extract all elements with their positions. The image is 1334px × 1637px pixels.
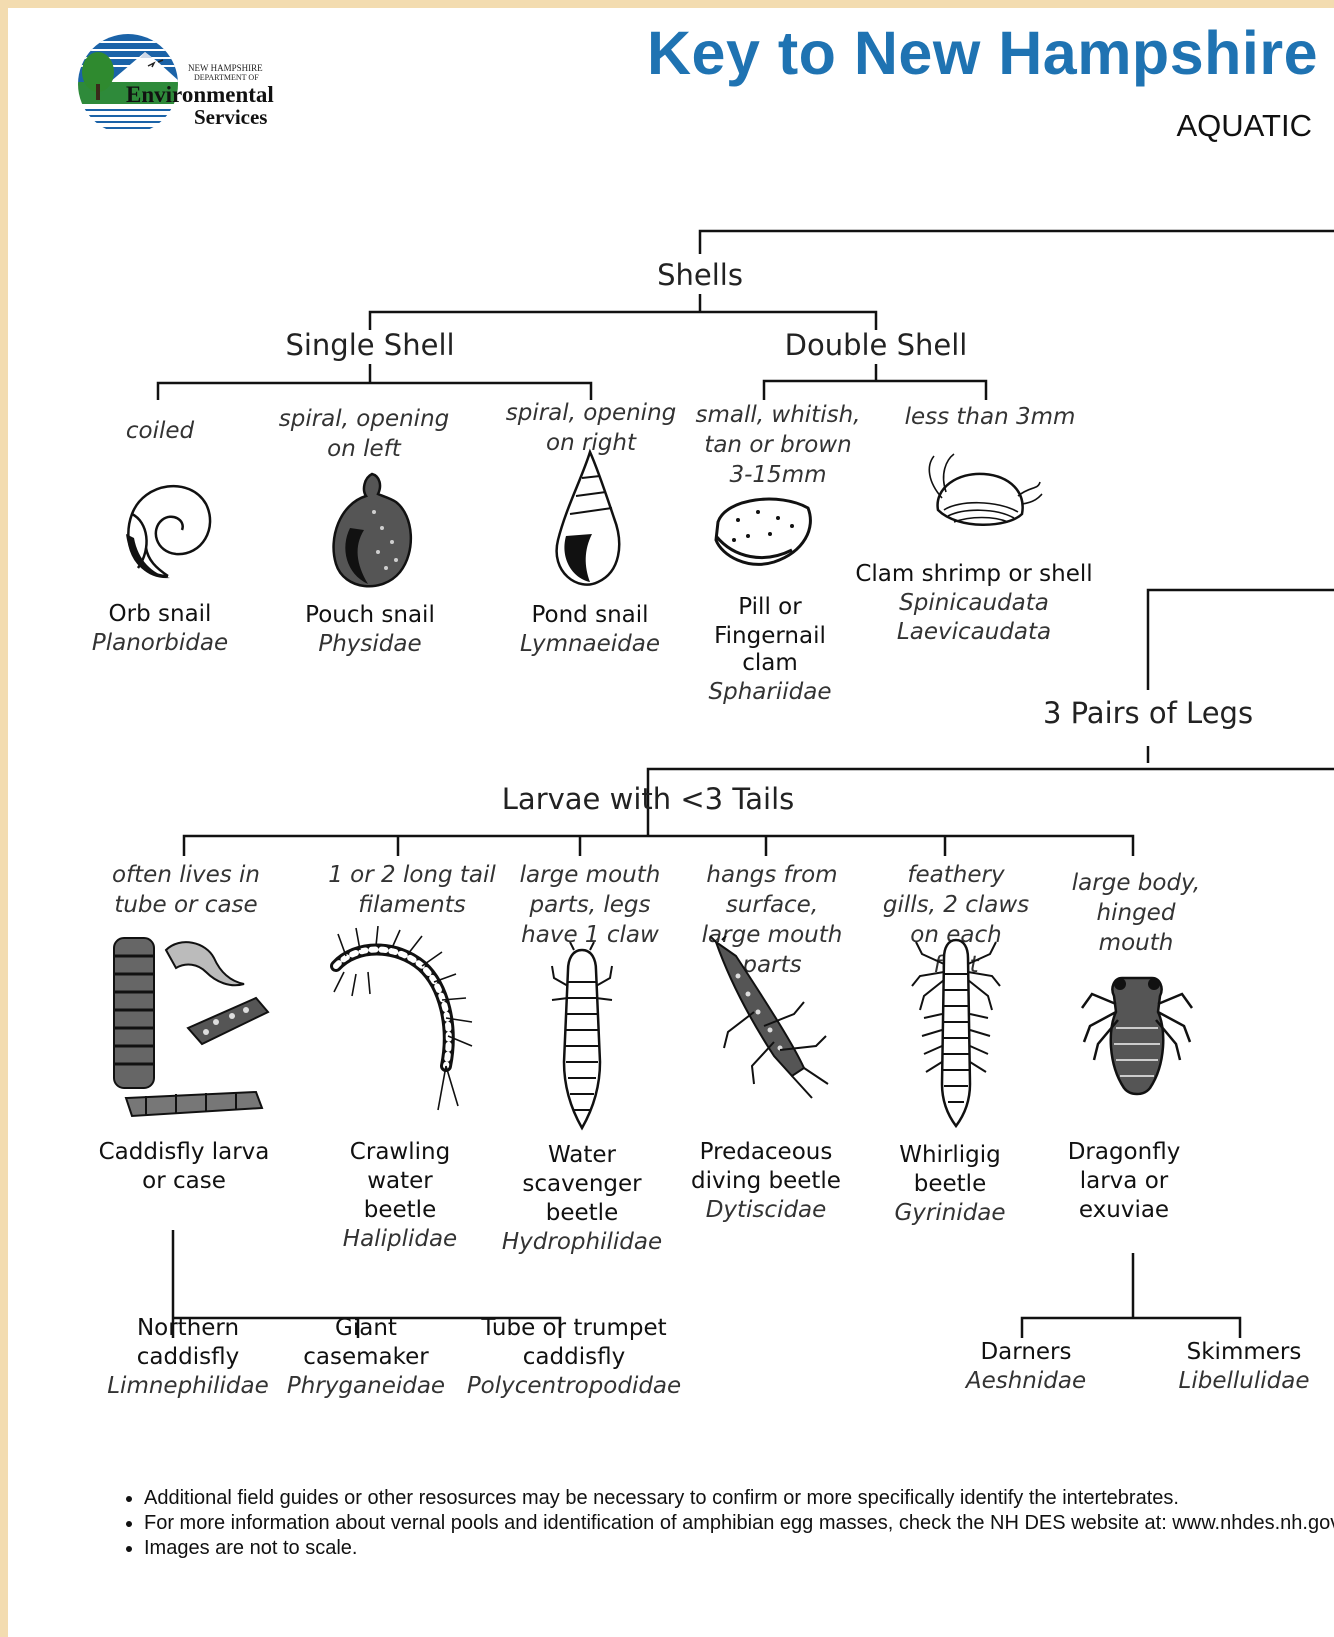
dragonfly-icon (1078, 968, 1196, 1100)
note-item: Additional field guides or other resosur… (144, 1486, 1334, 1511)
notes-list: Additional field guides or other resosur… (108, 1486, 1334, 1561)
key-page: NEW HAMPSHIRE DEPARTMENT OF Environmenta… (8, 8, 1334, 1637)
shell-desc: less than 3mm (905, 402, 1076, 432)
shell-desc: coiled (126, 416, 194, 446)
pouch-snail-icon (320, 468, 420, 596)
clam-icon (708, 492, 818, 570)
branch-larvae: Larvae with <3 Tails (502, 782, 794, 816)
note-item: For more information about vernal pools … (144, 1511, 1334, 1536)
clam-shrimp-icon (918, 448, 1044, 534)
scavenger-beetle-icon (550, 942, 614, 1132)
crawling-beetle-icon (326, 926, 478, 1112)
orb-snail-icon (118, 468, 218, 592)
branch-shells: Shells (657, 258, 743, 292)
caddisfly-icon (106, 932, 292, 1128)
branch-3-pairs-of-legs: 3 Pairs of Legs (1043, 696, 1253, 730)
diving-beetle-icon (708, 936, 834, 1104)
branch-single-shell: Single Shell (285, 328, 454, 362)
note-item: Images are not to scale. (144, 1536, 1334, 1561)
pond-snail-icon (544, 448, 634, 594)
branch-double-shell: Double Shell (785, 328, 968, 362)
whirligig-icon (910, 934, 1002, 1128)
